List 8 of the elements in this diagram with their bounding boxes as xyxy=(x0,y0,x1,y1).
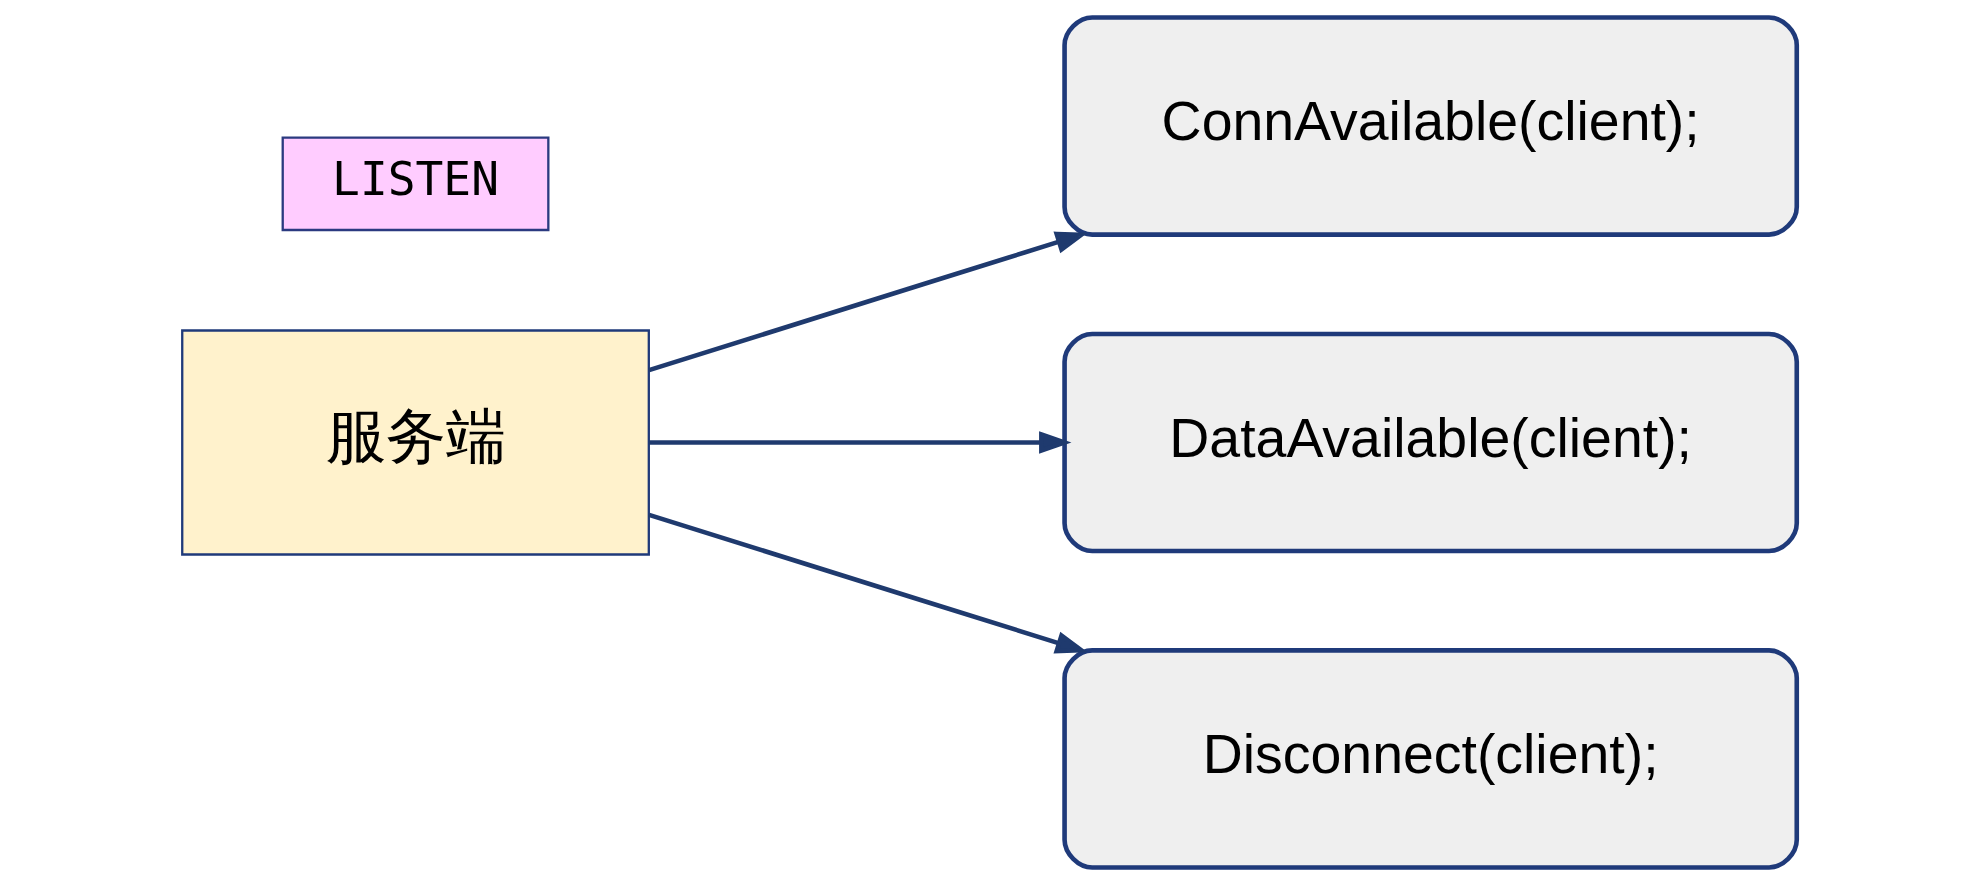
node-box: ConnAvailable(client); xyxy=(1062,15,1800,237)
node-box: DataAvailable(client); xyxy=(1062,331,1800,554)
node-box: LISTEN xyxy=(281,136,550,232)
node-box: 服务端 xyxy=(181,329,650,556)
arrow xyxy=(648,231,1088,373)
arrow xyxy=(649,431,1072,454)
node-box: Disconnect(client); xyxy=(1062,648,1800,870)
arrow xyxy=(648,512,1088,654)
